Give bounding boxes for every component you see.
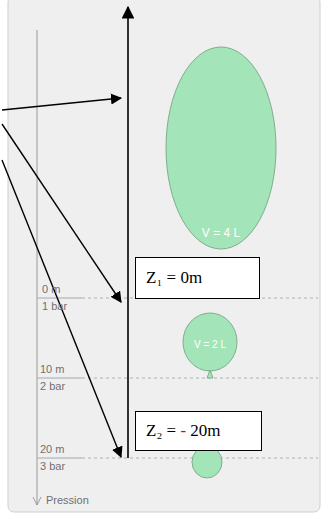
depth-pressure-label: 2 bar — [40, 380, 65, 392]
depth-tick — [37, 458, 82, 459]
depth-line — [82, 378, 318, 379]
pressure-axis — [37, 30, 38, 505]
balloon: V = 2 L — [182, 312, 238, 380]
volume-label: V = 4 L — [165, 226, 277, 240]
leader-arrow — [2, 160, 121, 457]
axis-label: Pression — [46, 494, 89, 506]
leader-arrow — [2, 124, 121, 302]
depth-equation: Z₁ = 0m — [146, 268, 249, 288]
equation-box: Z₁ = 0m — [135, 257, 260, 299]
depth-pressure-label: 10 m — [40, 363, 64, 375]
depth-pressure-label: 3 bar — [40, 460, 65, 472]
panel — [8, 0, 320, 512]
balloon-body — [183, 313, 237, 371]
depth-tick — [37, 378, 82, 379]
depth-pressure-label: 1 bar — [42, 300, 67, 312]
axis-arrowhead — [33, 497, 41, 505]
balloon-knot — [207, 370, 213, 378]
depth-equation: Z₂ = - 20m — [146, 421, 251, 441]
balloon-outline — [165, 46, 277, 250]
balloon: V = 4 L — [165, 46, 277, 250]
equation-box: Z₂ = - 20m — [135, 411, 262, 451]
depth-pressure-label: 0 m — [42, 283, 60, 295]
leader-arrow — [2, 98, 121, 110]
volume-label: V = 2 L — [182, 339, 238, 350]
depth-tick — [37, 298, 82, 299]
balloon-body — [166, 47, 276, 249]
depth-pressure-label: 20 m — [40, 443, 64, 455]
z-axis-arrow — [127, 7, 129, 458]
